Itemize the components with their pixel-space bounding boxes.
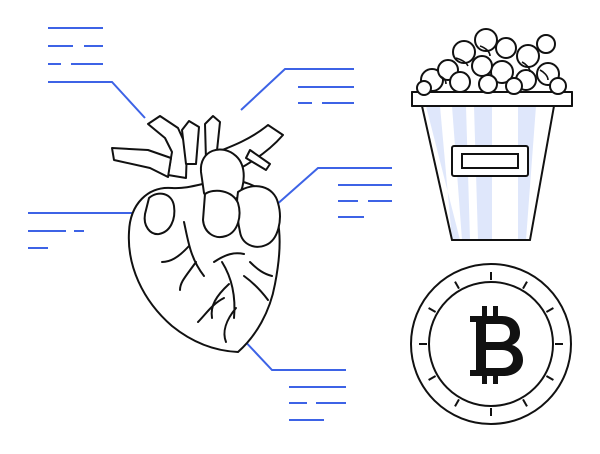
callout-left	[28, 212, 149, 249]
bitcoin-coin-icon	[410, 263, 572, 425]
leader-line	[240, 68, 354, 111]
bucket-right-edge	[529, 105, 555, 241]
heart-veins	[161, 221, 273, 343]
coin-tick	[454, 281, 460, 290]
heart-central-lobe	[202, 189, 241, 238]
callout-top-center	[240, 68, 354, 111]
coin-tick	[428, 307, 437, 313]
coin-tick	[545, 307, 554, 313]
heart-right-auricle	[235, 185, 281, 248]
coin-tick	[522, 281, 528, 290]
bucket-left-edge	[421, 105, 453, 241]
coin-tick	[522, 398, 528, 407]
popcorn-bucket-icon	[411, 28, 573, 241]
btc-letter-b	[470, 316, 523, 376]
leader-line	[48, 81, 146, 119]
callout-top-left	[48, 27, 146, 119]
coin-tick	[545, 375, 554, 381]
coin-tick	[428, 375, 437, 381]
bitcoin-symbol	[470, 306, 523, 384]
leader-line	[265, 167, 392, 215]
leader-line	[239, 335, 346, 371]
btc-bar-top-left	[482, 306, 487, 318]
btc-bar-bottom-left	[482, 372, 487, 384]
callout-right	[265, 167, 392, 218]
btc-bar-top-right	[493, 306, 498, 318]
anatomical-heart-icon	[111, 115, 284, 353]
callout-bottom	[239, 335, 346, 421]
popcorn-kernels	[416, 28, 567, 96]
vessel-right-small	[245, 149, 271, 171]
vessel-left-branch	[111, 147, 172, 178]
vessel-left	[147, 115, 188, 179]
label-callouts	[28, 27, 392, 421]
coin-edge-ticks	[419, 272, 563, 416]
heart-left-auricle	[143, 192, 176, 236]
vessel-top-1	[181, 120, 200, 165]
btc-bar-bottom-right	[493, 372, 498, 384]
popcorn-details	[439, 45, 549, 85]
bucket-label-inner	[461, 153, 519, 169]
coin-tick	[454, 398, 460, 407]
